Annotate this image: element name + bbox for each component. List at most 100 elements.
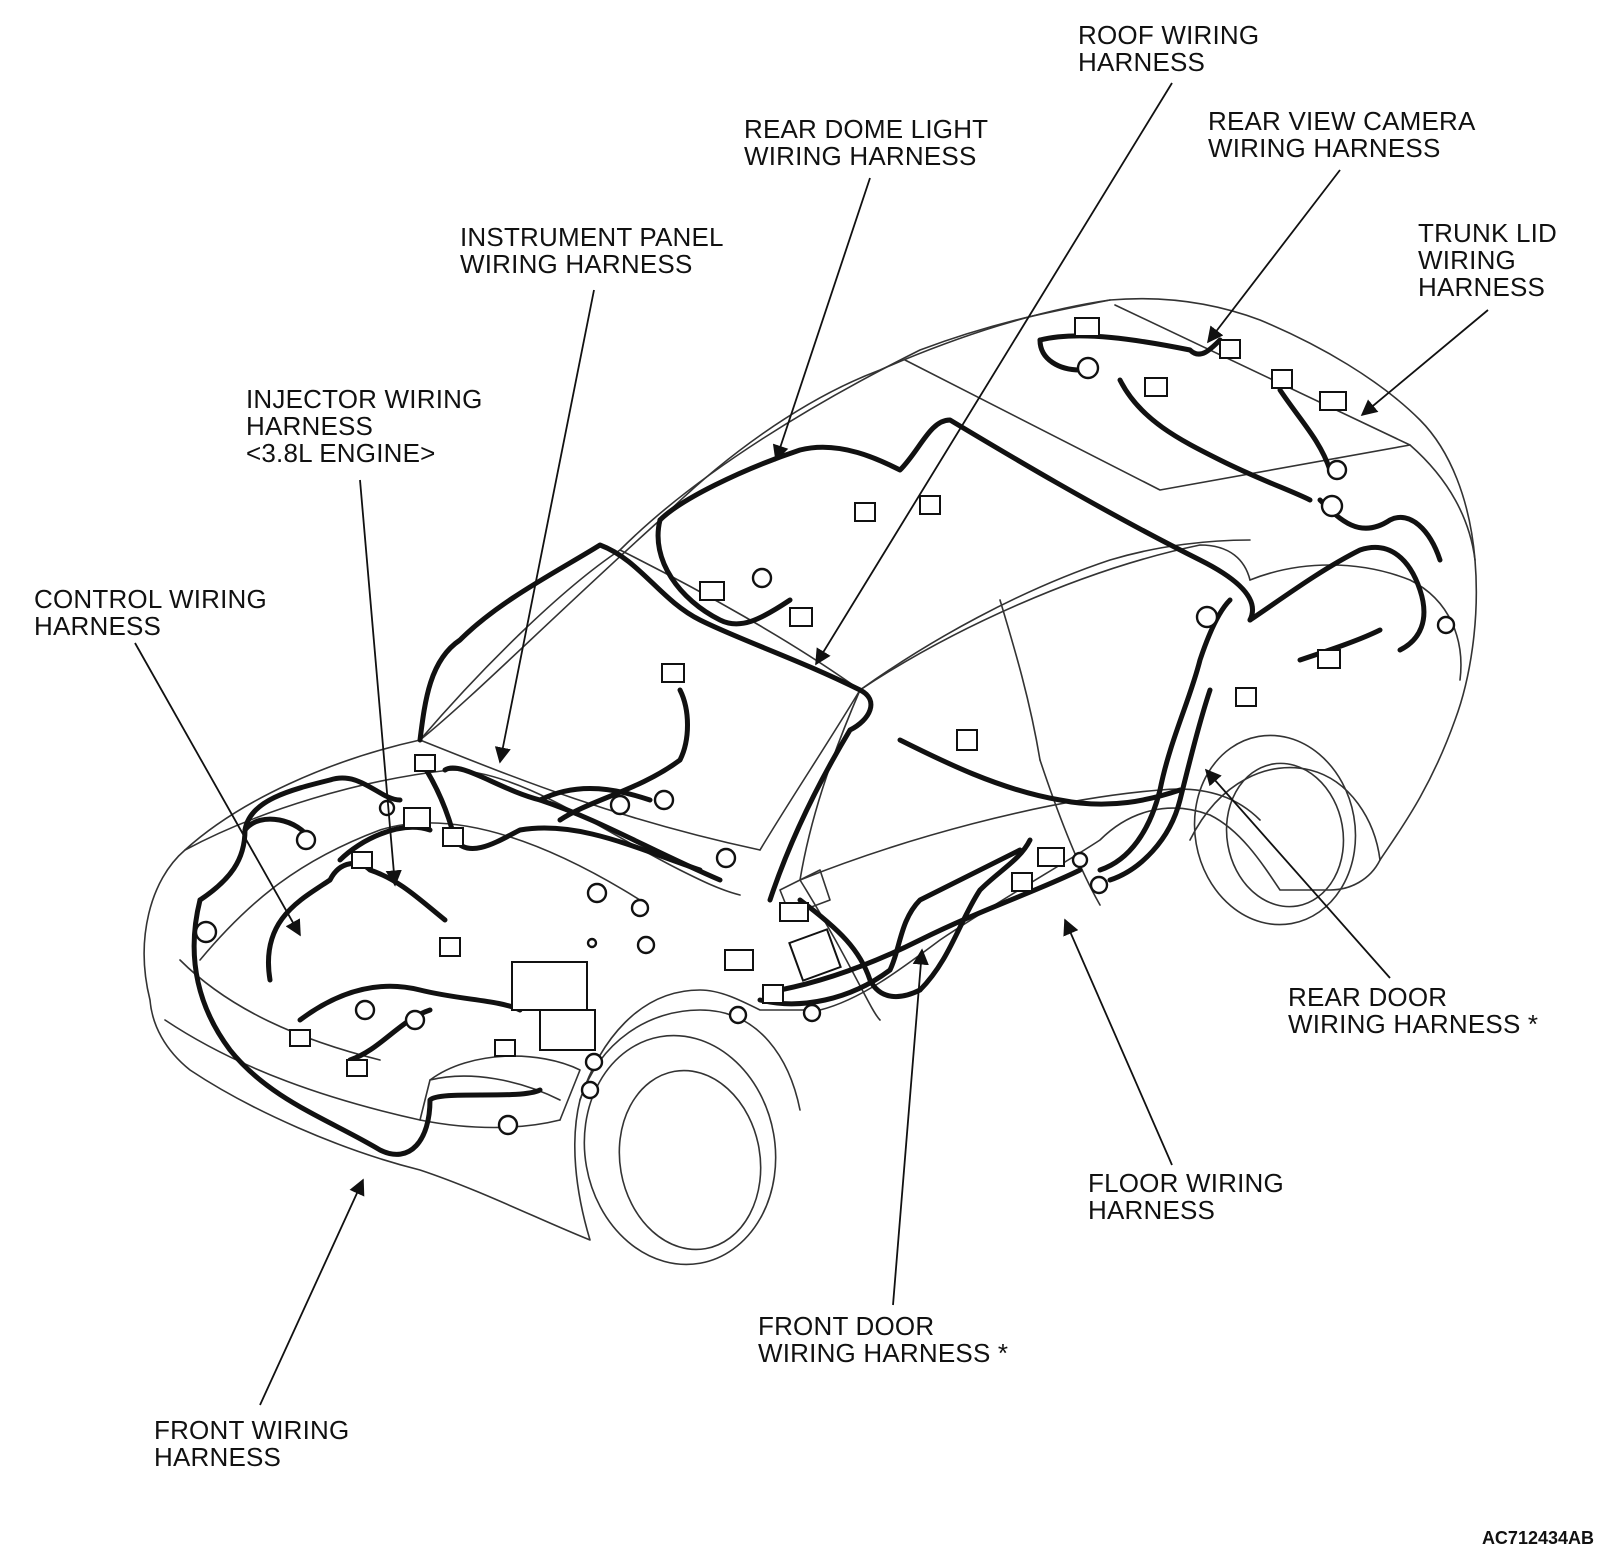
connector-block — [724, 949, 754, 971]
label-control-wiring-harness: CONTROL WIRING HARNESS — [34, 586, 267, 640]
ground-ring — [580, 1080, 600, 1100]
connector-block — [1144, 377, 1168, 397]
ground-ring — [584, 1052, 604, 1072]
label-line: FRONT DOOR — [758, 1311, 935, 1341]
ground-ring — [1089, 875, 1109, 895]
connector-block — [346, 1059, 368, 1077]
injector-leader — [359, 479, 402, 887]
ground-ring — [586, 937, 598, 949]
ground-ring — [1326, 459, 1348, 481]
ground-ring — [1320, 494, 1344, 518]
connector-block — [414, 754, 436, 772]
connector-block — [1011, 872, 1033, 892]
trunk-lid-leader — [1360, 309, 1489, 417]
rear-view-camera-leader — [1207, 169, 1341, 344]
label-injector-wiring-harness: INJECTOR WIRING HARNESS <3.8L ENGINE> — [246, 386, 483, 467]
connector-block — [1219, 339, 1241, 359]
instrument-panel-leader — [494, 289, 595, 764]
ground-ring — [378, 799, 396, 817]
label-line: HARNESS — [1418, 272, 1546, 302]
ground-ring — [609, 794, 631, 816]
ground-ring — [1436, 615, 1456, 635]
label-line: TRUNK LID — [1418, 218, 1558, 248]
label-line: WIRING — [1418, 245, 1516, 275]
roof-harness-leader — [815, 82, 1173, 666]
label-roof-wiring-harness: ROOF WIRING HARNESS — [1078, 22, 1259, 76]
ground-ring — [653, 789, 675, 811]
ground-ring — [404, 1009, 426, 1031]
connector-block — [699, 581, 725, 601]
connectors — [289, 317, 1347, 1077]
ground-ring — [295, 829, 317, 851]
connector-block — [439, 937, 461, 957]
connector-block — [661, 663, 685, 683]
ground-ring — [728, 1005, 748, 1025]
label-line: CONTROL WIRING — [34, 584, 267, 614]
ground-ring — [715, 847, 737, 869]
label-line: WIRING HARNESS — [744, 141, 977, 171]
label-line: REAR DOOR — [1288, 982, 1448, 1012]
ground-ring — [354, 999, 376, 1021]
front-harness-leader — [259, 1178, 365, 1406]
control-harness-leader — [134, 642, 301, 937]
label-rear-door-wiring-harness: REAR DOOR WIRING HARNESS * — [1288, 984, 1538, 1038]
label-line: HARNESS — [34, 611, 162, 641]
relay-box — [511, 961, 588, 1011]
label-line: HARNESS — [1078, 47, 1206, 77]
label-line: FRONT WIRING — [154, 1415, 350, 1445]
connector-block — [403, 807, 431, 829]
ground-ring — [1195, 605, 1219, 629]
fuse-box — [539, 1009, 596, 1051]
label-line: HARNESS — [1088, 1195, 1216, 1225]
label-line: REAR DOME LIGHT — [744, 114, 989, 144]
connector-block — [854, 502, 876, 522]
connector-block — [779, 902, 809, 922]
label-line: WIRING HARNESS — [1208, 133, 1441, 163]
junction-block — [788, 928, 842, 982]
connector-block — [442, 827, 464, 847]
label-rear-view-camera-wiring-harness: REAR VIEW CAMERA WIRING HARNESS — [1208, 108, 1476, 162]
ground-ring — [751, 567, 773, 589]
connector-block — [1271, 369, 1293, 389]
connector-block — [351, 851, 373, 869]
label-line: REAR VIEW CAMERA — [1208, 106, 1476, 136]
ground-ring — [194, 920, 218, 944]
leader-lines — [134, 82, 1489, 1406]
connector-block — [289, 1029, 311, 1047]
ground-ring — [586, 882, 608, 904]
connector-block — [1319, 391, 1347, 411]
connector-block — [956, 729, 978, 751]
label-line: WIRING HARNESS — [460, 249, 693, 279]
connector-block — [1235, 687, 1257, 707]
connector-block — [919, 495, 941, 515]
ground-ring — [802, 1003, 822, 1023]
car-body-outline — [143, 297, 1478, 1266]
ground-ring — [497, 1114, 519, 1136]
ground-ring — [630, 898, 650, 918]
ground-ring — [1076, 356, 1100, 380]
connector-block — [789, 607, 813, 627]
label-floor-wiring-harness: FLOOR WIRING HARNESS — [1088, 1170, 1284, 1224]
label-line: HARNESS — [154, 1442, 282, 1472]
connector-block — [494, 1039, 516, 1057]
label-line: WIRING HARNESS * — [1288, 1009, 1539, 1039]
label-line: <3.8L ENGINE> — [246, 438, 436, 468]
connector-block — [1037, 847, 1065, 867]
label-line: ROOF WIRING — [1078, 20, 1260, 50]
label-line: FLOOR WIRING — [1088, 1168, 1284, 1198]
figure-code: AC712434AB — [1481, 1528, 1594, 1548]
ground-ring — [1071, 851, 1089, 869]
rear-dome-leader — [772, 177, 871, 462]
rear-door-leader — [1204, 768, 1391, 979]
label-line: INSTRUMENT PANEL — [460, 222, 724, 252]
label-instrument-panel-wiring-harness: INSTRUMENT PANEL WIRING HARNESS — [460, 224, 724, 278]
front-door-leader — [892, 948, 929, 1306]
label-front-wiring-harness: FRONT WIRING HARNESS — [154, 1417, 349, 1471]
label-line: WIRING HARNESS * — [758, 1338, 1009, 1368]
connector-block — [1074, 317, 1100, 337]
label-line: HARNESS — [246, 411, 374, 441]
connector-block — [762, 984, 784, 1004]
label-front-door-wiring-harness: FRONT DOOR WIRING HARNESS * — [758, 1313, 1008, 1367]
connector-block — [1317, 649, 1341, 669]
